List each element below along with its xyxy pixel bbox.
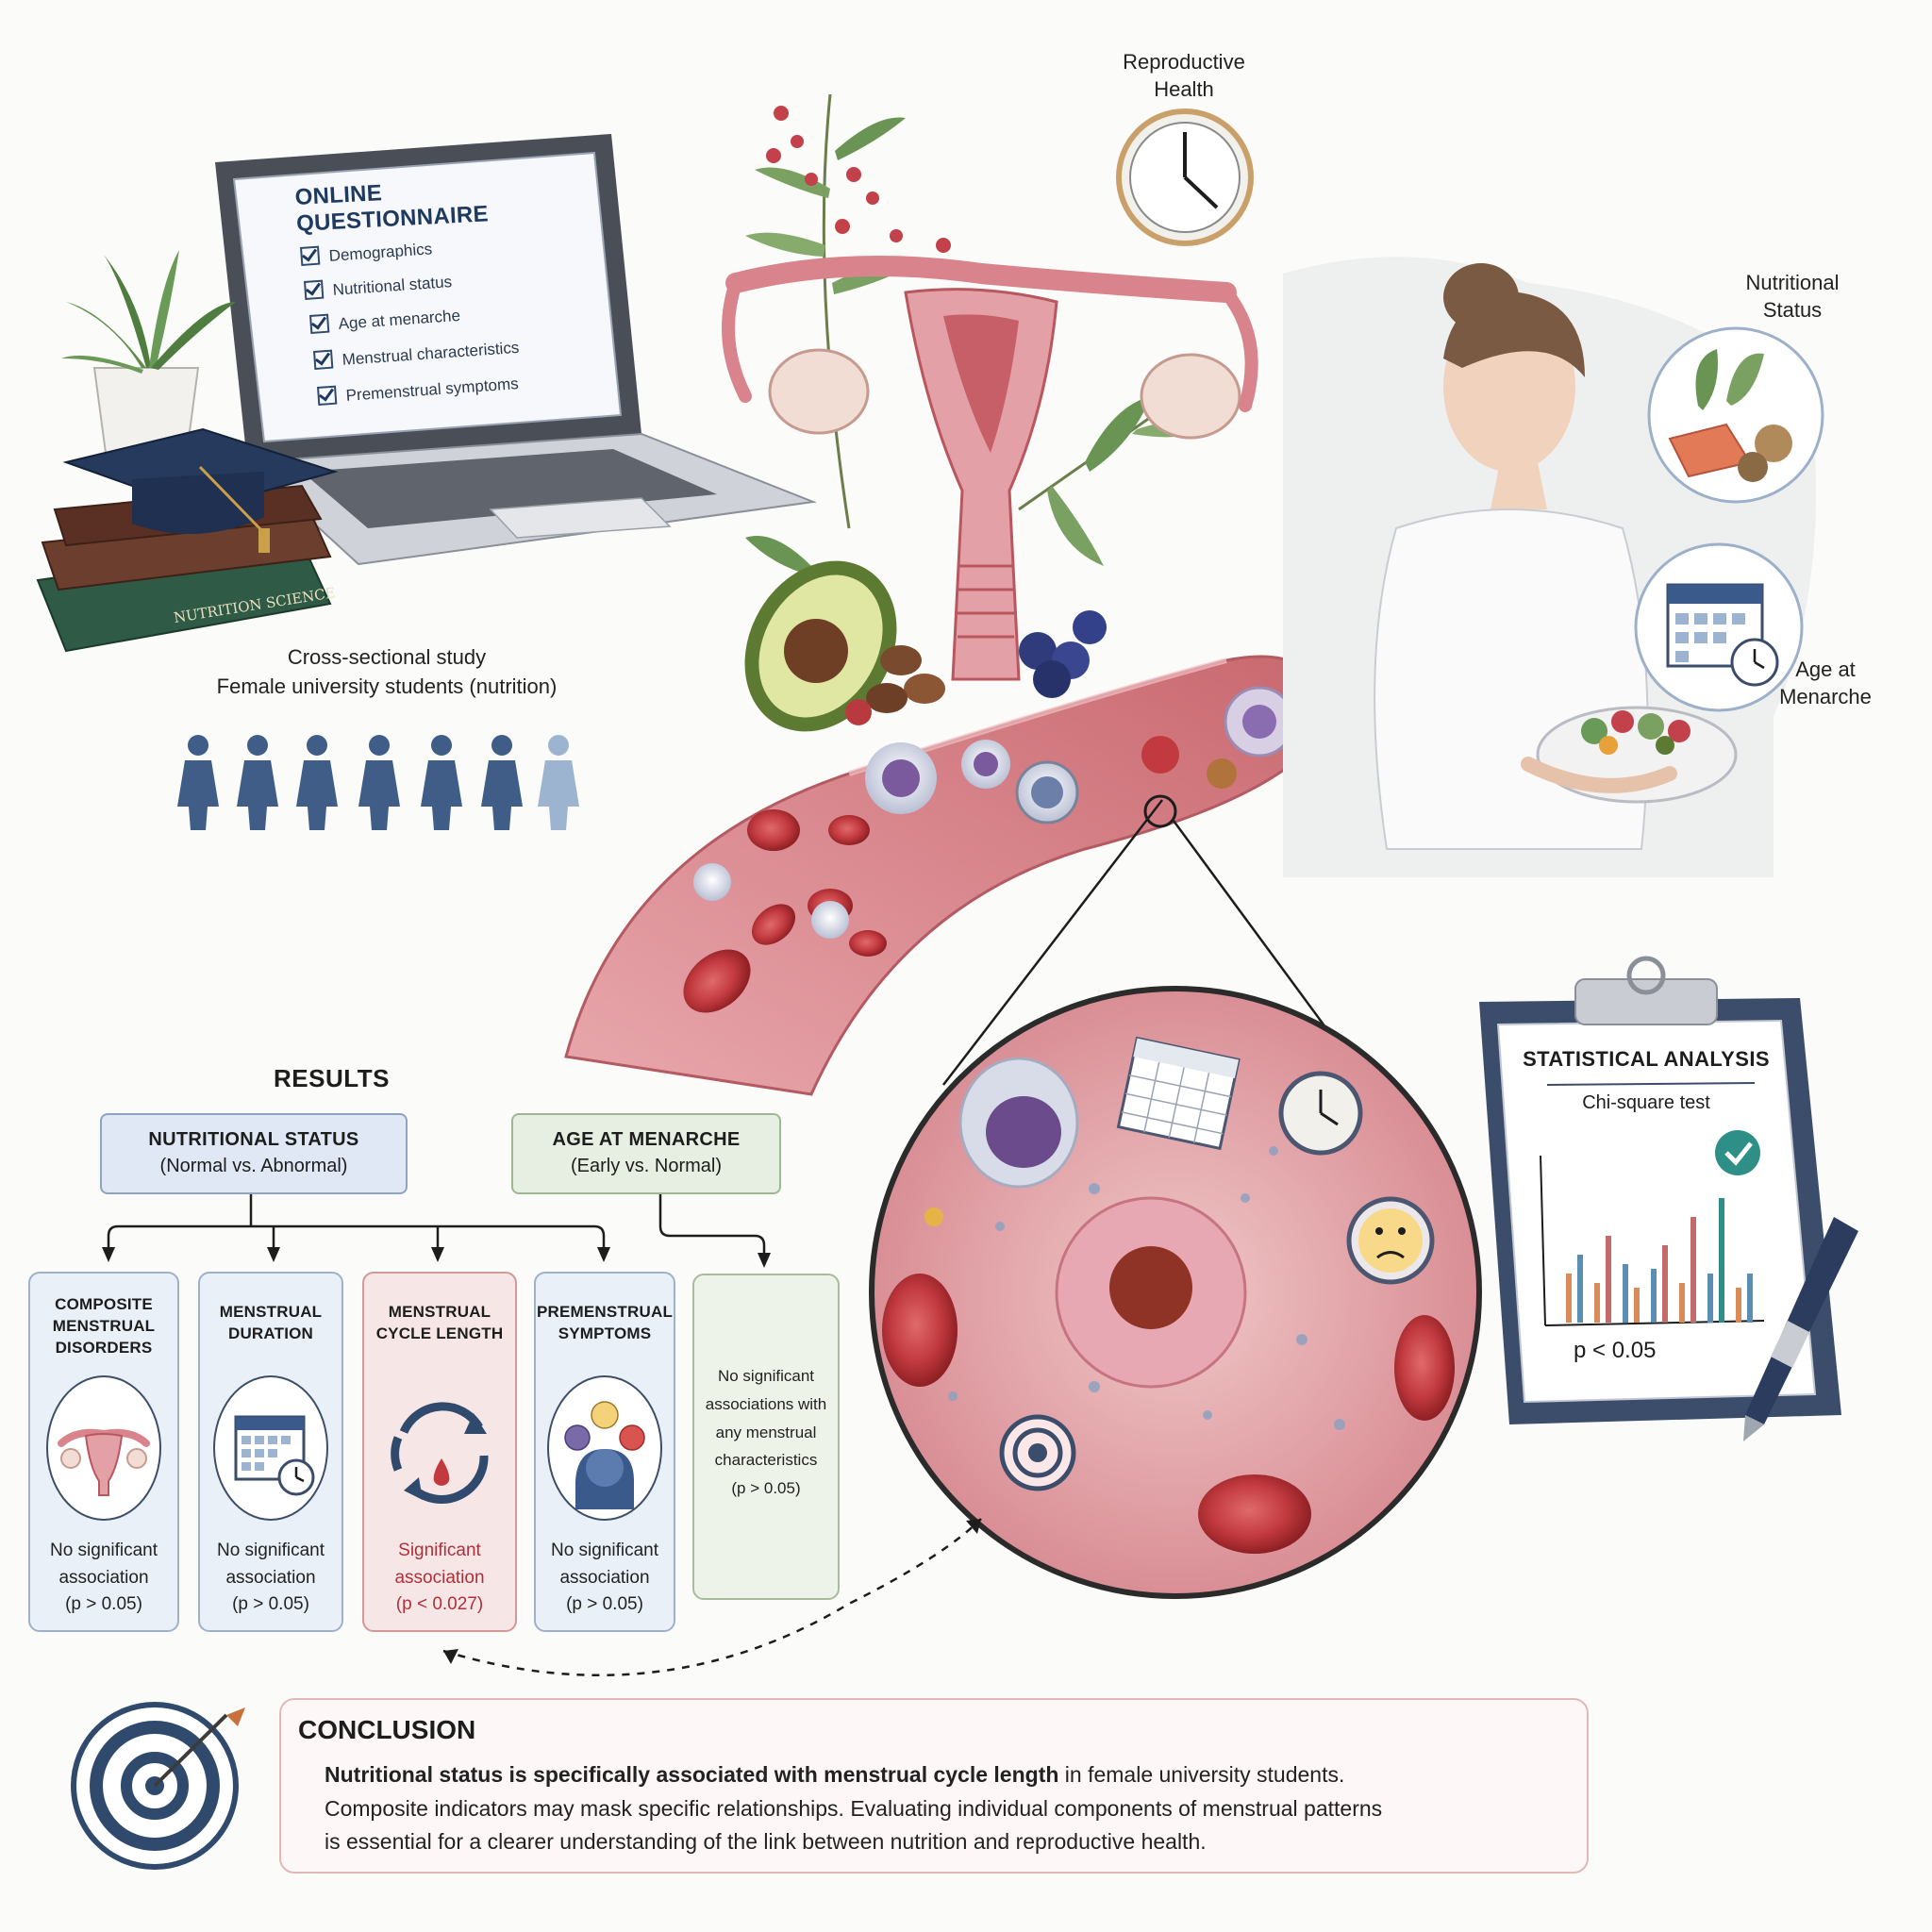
age-at-menarche-sub: (Early vs. Normal) [570,1156,722,1176]
uterus-illustration [722,256,1258,681]
magnified-cell-view [869,986,1482,1599]
dashed-link-arrowhead [966,1519,981,1534]
calendar-clock-icon [234,1415,315,1496]
card-icon-frame [46,1375,161,1521]
checkbox-icon [304,279,325,300]
connector-arrowheads [102,1247,771,1268]
mood-faces-icon [564,1401,645,1509]
pen-icon [1743,1217,1858,1441]
stats-title: STATISTICAL ANALYSIS [1523,1047,1770,1071]
conclusion-line3: is essential for a clearer understanding… [325,1829,1207,1855]
menarche-result-card: No significant associations with any men… [692,1274,840,1600]
card-icon-frame [213,1375,328,1521]
people-icons [177,735,579,830]
laptop [215,134,817,566]
age-at-menarche-title: AGE AT MENARCHE [552,1129,741,1150]
study-type: Cross-sectional study [287,645,487,669]
card-icon-frame [547,1375,662,1521]
calendar-icon [1634,542,1804,712]
dashed-link-arrow [442,1518,982,1677]
menarche-finding: No significant associations with any men… [705,1367,827,1497]
clock-icon [1116,108,1254,246]
checkbox-icon [313,349,334,370]
conclusion-box: CONCLUSION Nutritional status is specifi… [279,1698,1589,1874]
results-title: RESULTS [274,1064,390,1092]
food-icon [1647,326,1824,504]
target-icon [71,1702,245,1870]
study-caption: Cross-sectional study Female university … [170,643,604,702]
checkbox-icon [309,313,330,334]
conclusion-line2: Composite indicators may mask specific r… [325,1795,1383,1821]
conclusion-line1-rest: in female university students. [1058,1762,1345,1787]
conclusion-key-finding: Nutritional status is specifically assoc… [325,1762,1059,1787]
conclusion-body: Nutritional status is specifically assoc… [325,1758,1382,1859]
cycle-arrows-icon [391,1402,489,1504]
clipboard-illustration [1479,956,1841,1424]
checkbox-icon [317,385,338,406]
avocado-and-nuts [744,560,1107,732]
results-connectors [107,1194,766,1255]
nutritional-status-sub: (Normal vs. Abnormal) [159,1156,348,1176]
checkbox-icon [300,245,321,266]
stats-test: Chi-square test [1582,1092,1710,1113]
nutritional-status-title: NUTRITIONAL STATUS [148,1129,359,1150]
dashed-link-arrowhead-start [443,1649,458,1664]
nutritional-status-box: NUTRITIONAL STATUS (Normal vs. Abnormal) [100,1113,408,1194]
zoom-line-left [942,799,1163,1086]
books-and-cap [36,427,339,653]
age-at-menarche-box: AGE AT MENARCHE (Early vs. Normal) [511,1113,781,1194]
stats-pvalue: p < 0.05 [1574,1338,1657,1363]
potted-plant [61,250,236,454]
conclusion-title: CONCLUSION [298,1715,476,1744]
uterus-icon [58,1428,150,1496]
study-population: Female university students (nutrition) [216,674,558,698]
